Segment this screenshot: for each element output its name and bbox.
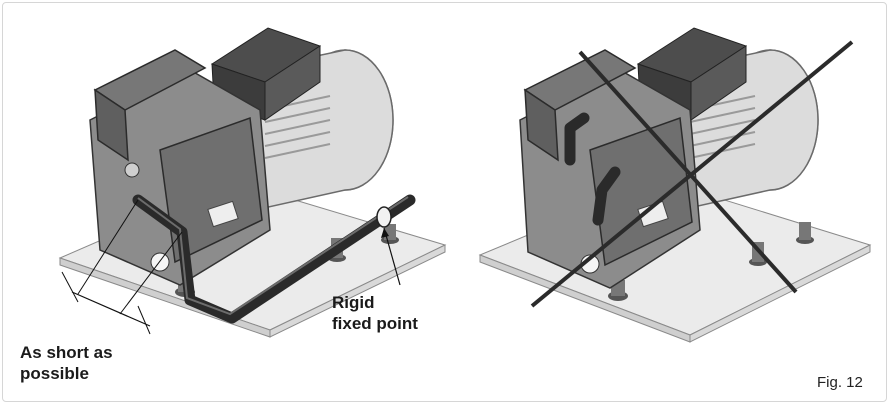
stub-pipe-upper [564, 112, 590, 166]
terminal-box-side [690, 45, 747, 121]
motor-fins [689, 95, 756, 159]
compressor-left-drawing [58, 27, 447, 338]
compressor-right-drawing [478, 27, 872, 343]
extension-line [61, 271, 79, 303]
motor-fins [264, 95, 331, 159]
as-short-as-possible-label: As short as possible [20, 343, 113, 383]
cross-out-line [578, 50, 798, 294]
rigid-fixed-point-clamp [376, 206, 392, 228]
figure-frame [2, 2, 887, 402]
leader-to-pipe-bend [119, 231, 183, 315]
leader-to-valve [77, 199, 139, 295]
dimension-line [71, 291, 151, 327]
extension-line [137, 305, 151, 335]
rigid-point-arrowhead [381, 228, 389, 238]
terminal-box-side [264, 45, 321, 121]
cylinder-head-front [524, 88, 559, 162]
sight-glass [150, 252, 170, 272]
valve-cap [124, 162, 140, 178]
cross-out-line [530, 40, 854, 308]
rigid-point-leader [383, 227, 401, 286]
baseplate-side [269, 244, 446, 338]
cylinder-head-front [94, 88, 129, 162]
stub-pipe-lower [592, 166, 621, 226]
figure-number: Fig. 12 [817, 374, 863, 391]
suction-pipe-highlight [137, 196, 409, 316]
correct-installation-illustration: As short as possible Rigid fixed point [20, 27, 447, 383]
rigid-fixed-point-label: Rigid fixed point [332, 293, 418, 333]
foot [799, 222, 811, 240]
incorrect-installation-illustration [460, 0, 891, 406]
nameplate [207, 200, 239, 228]
baseplate-side [689, 244, 871, 343]
